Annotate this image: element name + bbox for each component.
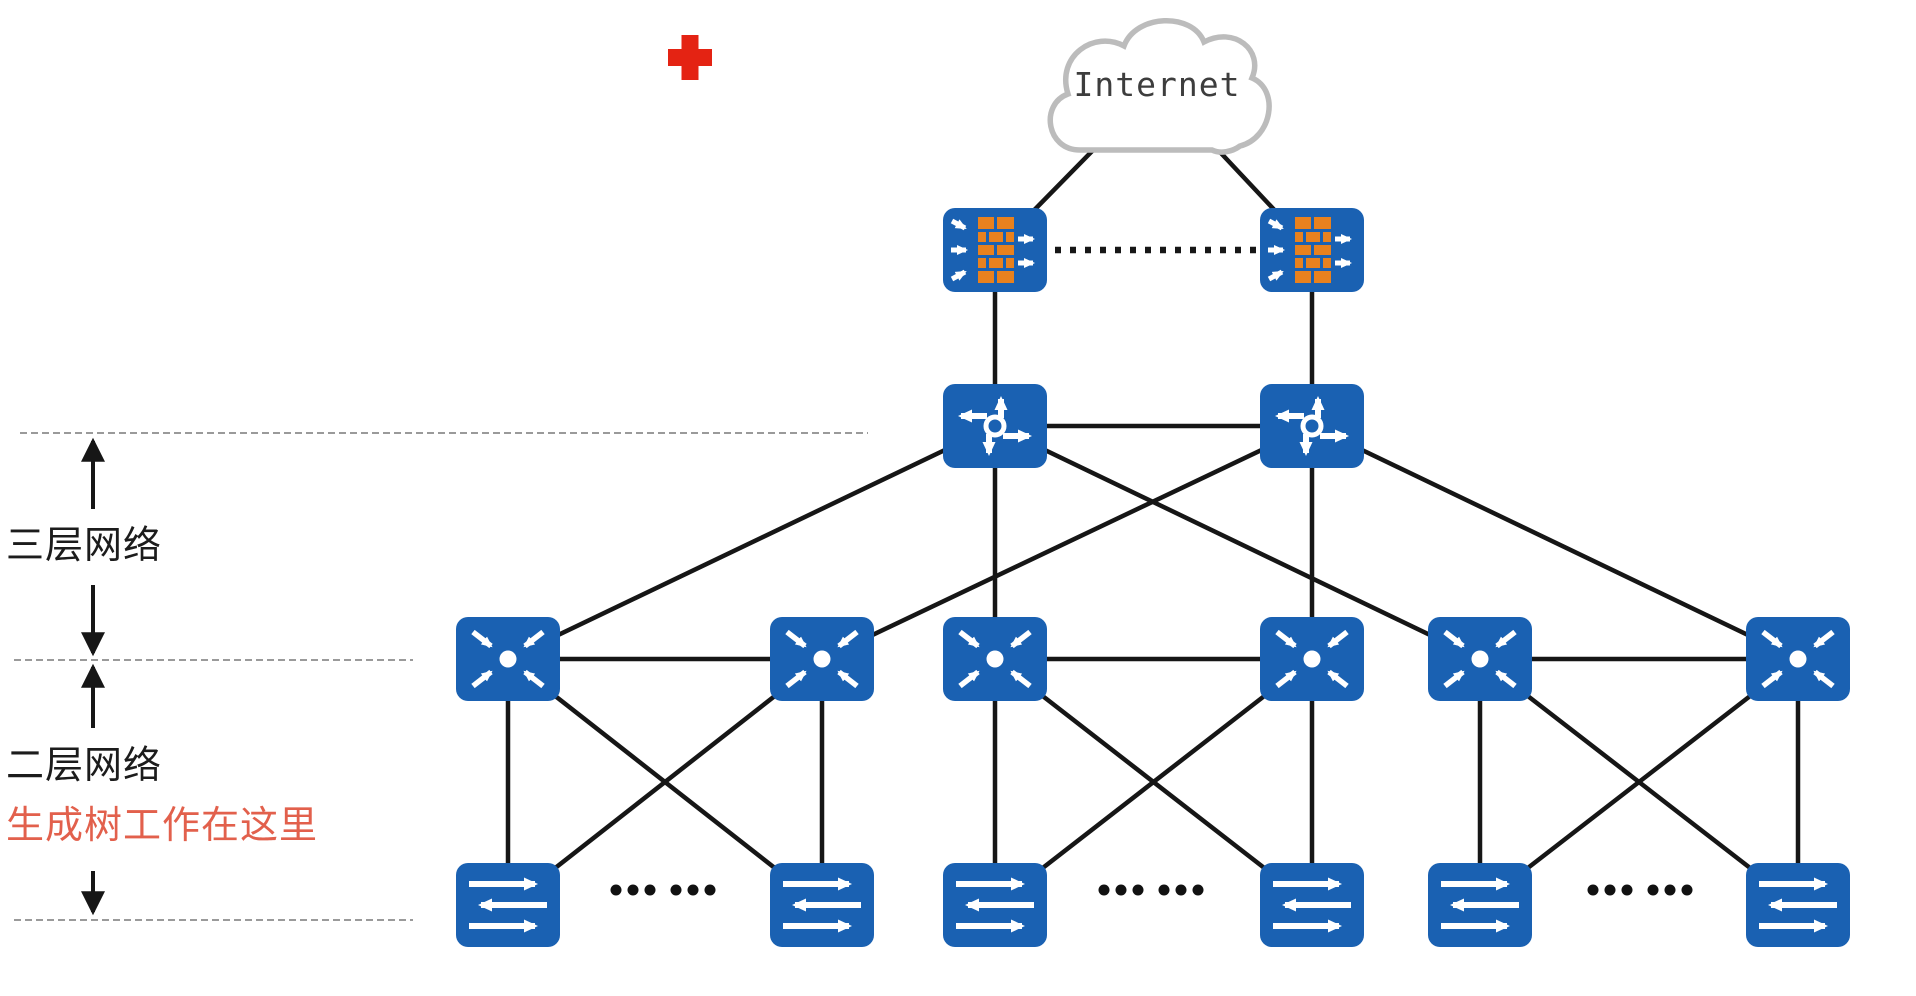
ellipsis-dots xyxy=(610,884,716,896)
device-nodes xyxy=(456,208,1850,947)
switch-l2-icon xyxy=(1260,863,1364,947)
internet-cloud-label: Internet xyxy=(1074,65,1241,104)
link-core2-agg2 xyxy=(819,423,1315,662)
router-icon xyxy=(943,384,1047,468)
switch-l3-icon xyxy=(1428,617,1532,701)
link-agg6-acc5 xyxy=(1477,656,1801,908)
switch-l3-icon xyxy=(1746,617,1850,701)
ellipsis-dots xyxy=(1587,884,1693,896)
ellipsis-dots xyxy=(1098,884,1204,896)
switch-l3-icon xyxy=(1260,617,1364,701)
layer3-network-label: 三层网络 xyxy=(6,525,163,567)
switch-l2-icon xyxy=(943,863,1047,947)
firewall-icon xyxy=(1260,208,1364,292)
cloud-outline xyxy=(1047,18,1272,155)
internet-cloud: Internet xyxy=(1047,18,1272,155)
link-lines xyxy=(505,82,1801,908)
ellipsis-marks xyxy=(610,884,1693,896)
router-icon xyxy=(1260,384,1364,468)
link-core1-agg1 xyxy=(505,423,998,662)
switch-l3-icon xyxy=(943,617,1047,701)
switch-l2-icon xyxy=(1428,863,1532,947)
layer-boundary-guides xyxy=(14,432,868,921)
red-cross-icon xyxy=(668,35,712,80)
layer2-network-label: 二层网络 xyxy=(6,745,163,787)
link-core2-agg6 xyxy=(1309,423,1801,662)
switch-l2-icon xyxy=(1746,863,1850,947)
link-agg2-acc1 xyxy=(505,656,825,908)
link-agg4-acc3 xyxy=(992,656,1315,908)
switch-l2-icon xyxy=(770,863,874,947)
switch-l2-icon xyxy=(456,863,560,947)
switch-l3-icon xyxy=(770,617,874,701)
firewall-icon xyxy=(943,208,1047,292)
link-core1-agg5 xyxy=(992,423,1483,662)
spanning-tree-note: 生成树工作在这里 xyxy=(6,805,319,847)
switch-l3-icon xyxy=(456,617,560,701)
